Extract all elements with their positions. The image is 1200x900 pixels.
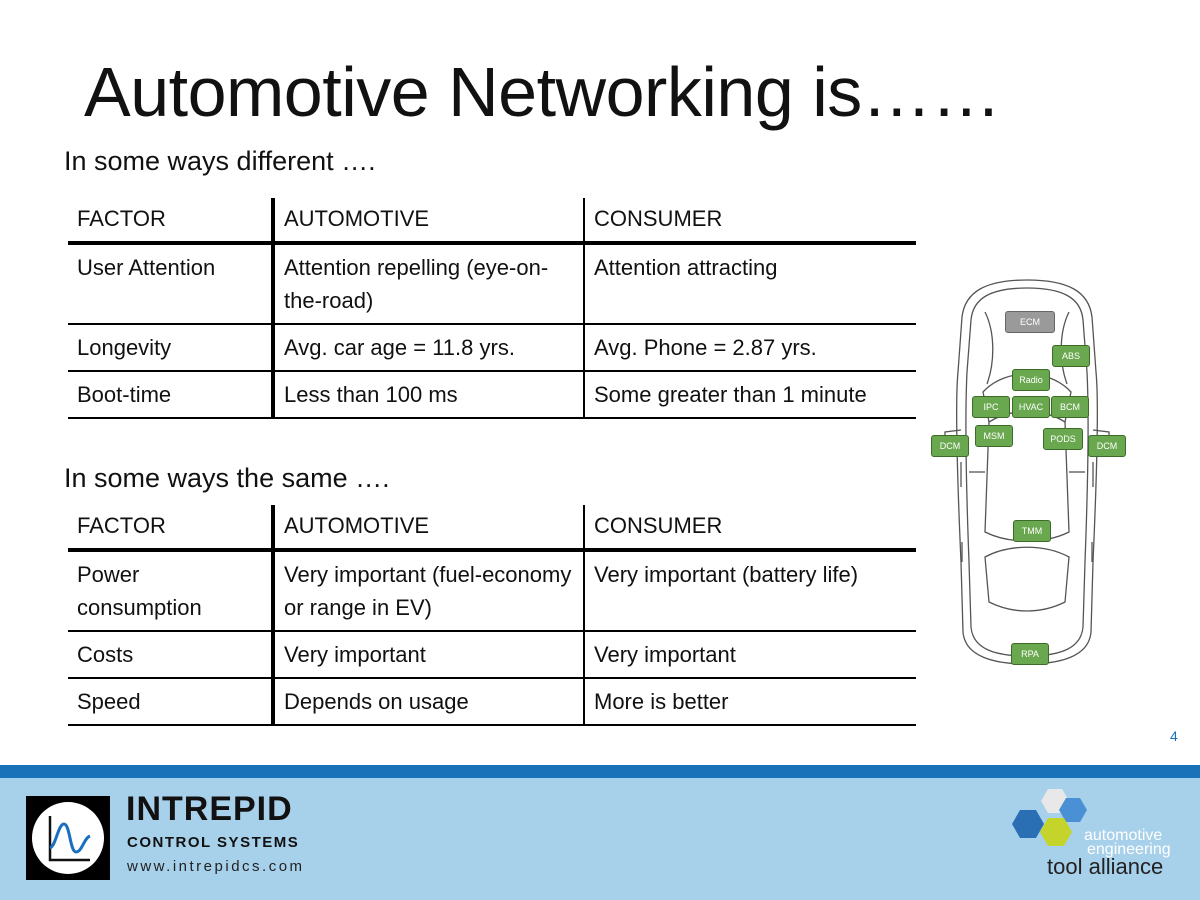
module-label: ECM (1020, 317, 1040, 327)
cell-automotive: Less than 100 ms (273, 371, 585, 419)
module-label: MSM (983, 431, 1005, 441)
module-ipc: IPC (972, 396, 1010, 418)
slide-title: Automotive Networking is…… (84, 53, 1001, 131)
module-label: ABS (1061, 351, 1080, 361)
cell-factor: Power consumption (68, 550, 275, 632)
car-hood-line (984, 311, 994, 385)
cell-consumer: Attention attracting (584, 243, 916, 325)
company-name: INTREPID (126, 790, 293, 828)
cell-consumer: Very important (584, 631, 916, 679)
module-label: DCM (1096, 441, 1118, 451)
table-row: Power consumption Very important (fuel-e… (68, 550, 916, 632)
module-label: RPA (1021, 649, 1039, 659)
alliance-text-line3: tool alliance (1047, 854, 1164, 879)
table-row: Longevity Avg. car age = 11.8 yrs. Avg. … (68, 324, 916, 372)
company-website: www.intrepidcs.com (127, 858, 305, 875)
module-radio: Radio (1012, 369, 1050, 391)
module-dcm-left: DCM (931, 435, 969, 457)
module-pods: PODS (1043, 428, 1083, 450)
cell-consumer: More is better (584, 678, 916, 726)
table-different: FACTOR AUTOMOTIVE CONSUMER User Attentio… (68, 198, 916, 419)
intrepid-logo (26, 796, 110, 880)
cell-consumer: Avg. Phone = 2.87 yrs. (584, 324, 916, 372)
cell-automotive: Attention repelling (eye-on-the-road) (273, 243, 585, 325)
cell-factor: Boot-time (68, 371, 275, 419)
module-msm: MSM (975, 425, 1013, 447)
cell-automotive: Depends on usage (273, 678, 585, 726)
module-hvac: HVAC (1012, 396, 1050, 418)
table-row: Speed Depends on usage More is better (68, 678, 916, 726)
cell-consumer: Very important (battery life) (584, 550, 916, 632)
header-factor: FACTOR (68, 198, 275, 245)
header-factor: FACTOR (68, 505, 275, 552)
module-label: HVAC (1018, 402, 1044, 412)
table-same: FACTOR AUTOMOTIVE CONSUMER Power consump… (68, 505, 916, 726)
table-row: Costs Very important Very important (68, 631, 916, 679)
module-ecm: ECM (1005, 311, 1055, 333)
cell-factor: User Attention (68, 243, 275, 325)
page-number: 4 (1170, 728, 1178, 744)
module-label: BCM (1060, 402, 1080, 412)
table-row: User Attention Attention repelling (eye-… (68, 243, 916, 325)
module-label: DCM (939, 441, 961, 451)
header-consumer: CONSUMER (584, 505, 916, 552)
table-row: Boot-time Less than 100 ms Some greater … (68, 371, 916, 419)
module-label: TMM (1021, 526, 1043, 536)
module-dcm-right: DCM (1088, 435, 1126, 457)
module-abs: ABS (1052, 345, 1090, 367)
module-label: IPC (983, 402, 999, 412)
footer-band (0, 778, 1200, 900)
module-label: Radio (1019, 375, 1043, 385)
section-heading-same: In some ways the same …. (64, 463, 390, 493)
company-subtitle: CONTROL SYSTEMS (127, 834, 300, 851)
cell-consumer: Some greater than 1 minute (584, 371, 916, 419)
cell-factor: Speed (68, 678, 275, 726)
car-network-diagram (944, 279, 1110, 665)
module-rpa: RPA (1011, 643, 1049, 665)
cell-factor: Costs (68, 631, 275, 679)
module-label: PODS (1050, 434, 1076, 444)
cell-automotive: Very important (fuel-economy or range in… (273, 550, 585, 632)
header-automotive: AUTOMOTIVE (273, 198, 585, 245)
table-header-row: FACTOR AUTOMOTIVE CONSUMER (68, 198, 916, 245)
logo-circle (32, 802, 104, 874)
alliance-text-line1: automotive (1084, 827, 1163, 844)
footer-accent-bar (0, 765, 1200, 778)
alliance-text-line2: engineering (1087, 841, 1171, 858)
section-heading-different: In some ways different …. (64, 146, 376, 176)
logo-wave-icon (48, 816, 91, 862)
header-automotive: AUTOMOTIVE (273, 505, 585, 552)
module-bcm: BCM (1051, 396, 1089, 418)
cell-automotive: Avg. car age = 11.8 yrs. (273, 324, 585, 372)
module-tmm: TMM (1013, 520, 1051, 542)
table-header-row: FACTOR AUTOMOTIVE CONSUMER (68, 505, 916, 552)
cell-automotive: Very important (273, 631, 585, 679)
cell-factor: Longevity (68, 324, 275, 372)
alliance-hexagon-logo (1012, 789, 1087, 846)
car-rear-window (984, 546, 1070, 612)
header-consumer: CONSUMER (584, 198, 916, 245)
